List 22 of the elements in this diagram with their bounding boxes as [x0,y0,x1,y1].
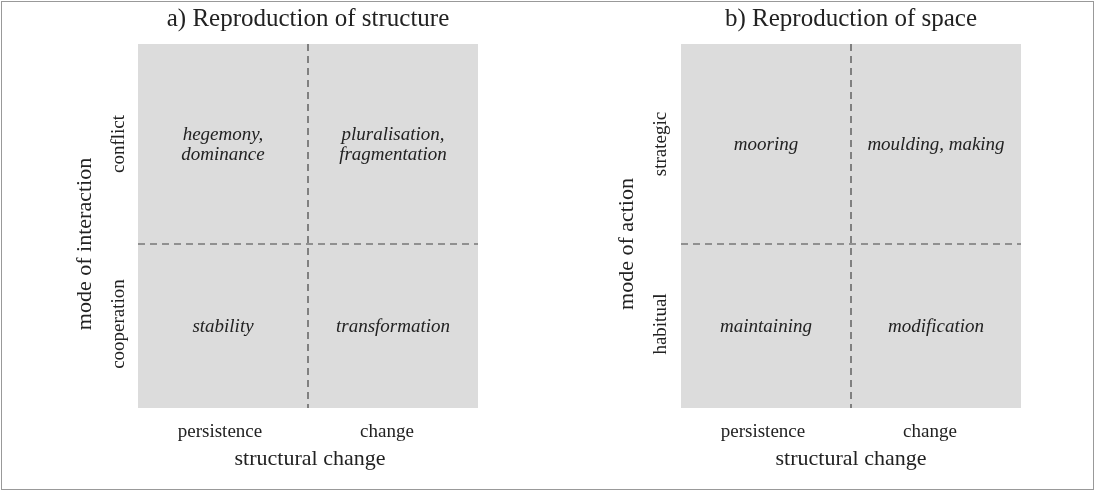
axis-label: change [903,420,957,442]
quadrant-label: pluralisation, fragmentation [338,124,448,164]
axis-label: cooperation [107,279,129,369]
axis-label: persistence [720,420,806,442]
axis-label: persistence [177,420,263,442]
panel-title: b) Reproduction of space [724,4,978,32]
axis-label: structural change [234,445,386,471]
quadrant-label: hegemony, dominance [180,124,266,164]
quadrant-label: mooring [733,134,799,154]
axis-label: habitual [649,293,671,355]
axis-label: strategic [649,111,671,177]
quadrant-label: maintaining [720,316,812,336]
axis-label: structural change [775,445,927,471]
axis-label: mode of interaction [71,157,97,331]
quadrant-label: modification [887,316,985,336]
quadrant-label: moulding, making [867,134,1005,154]
panel-title: a) Reproduction of structure [165,4,451,32]
axis-label: conflict [107,115,129,173]
quadrant-label: stability [192,316,254,336]
quadrant-label: transformation [336,316,450,336]
axis-label: mode of action [613,178,639,310]
axis-label: change [360,420,414,442]
